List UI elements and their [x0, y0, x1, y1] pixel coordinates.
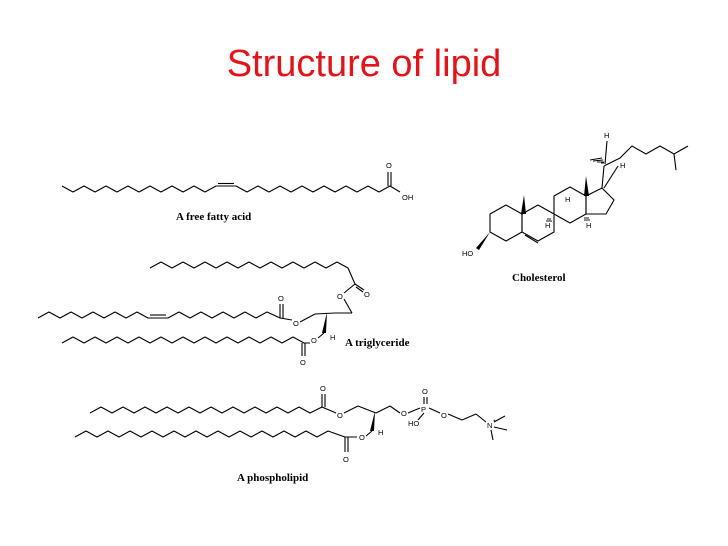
phospholipid-po: O: [422, 387, 428, 396]
cholesterol-ring-a: [489, 204, 523, 242]
cholesterol-ring-d: [585, 187, 615, 215]
triglyceride-chain-1: [149, 261, 356, 285]
fatty-acid-chain: [61, 185, 401, 193]
cholesterol-h-c1: H: [565, 195, 570, 204]
cholesterol-hydroxyl-wedge: [476, 232, 490, 250]
cholesterol-h-side: H: [604, 131, 609, 140]
phospholipid-o1: O: [320, 384, 326, 393]
phospholipid-stereo-wedge: [370, 411, 375, 431]
cholesterol-side-chain: [603, 145, 675, 167]
phospholipid-n: N: [487, 421, 492, 430]
fatty-acid-carbonyl-o: O: [386, 161, 392, 170]
phospholipid-o3: O: [359, 433, 365, 442]
fatty-acid-caption: A free fatty acid: [176, 211, 251, 223]
phospholipid-o2: O: [337, 411, 343, 420]
phospholipid-h: H: [378, 428, 383, 437]
phospholipid-ho: HO: [408, 419, 419, 428]
triglyceride-chain-2: [37, 311, 281, 319]
cholesterol-h-b: H: [586, 221, 591, 230]
phospholipid-o5: O: [441, 411, 447, 420]
fatty-acid-structure: O OH A free fatty acid: [61, 161, 413, 223]
triglyceride-caption: A triglyceride: [345, 337, 410, 349]
triglyceride-stereo-wedge: [322, 312, 327, 333]
cholesterol-double-bond: [524, 234, 539, 244]
cholesterol-structure: H H H H H HO Cholesterol: [462, 131, 689, 284]
phospholipid-p: P: [421, 405, 426, 414]
triglyceride-o1: O: [364, 290, 370, 299]
cholesterol-ring-b: [521, 204, 555, 242]
triglyceride-o3: O: [278, 294, 284, 303]
cholesterol-caption: Cholesterol: [512, 272, 566, 284]
phospholipid-chain-1: [89, 406, 323, 414]
phospholipid-chain-2: [74, 430, 357, 438]
cholesterol-methyl-18: [584, 176, 589, 196]
cholesterol-methyl-19: [521, 195, 526, 214]
triglyceride-o6: O: [300, 358, 306, 367]
triglyceride-chain-3: [61, 336, 310, 344]
triglyceride-o4: O: [293, 319, 299, 328]
phospholipid-o6: O: [343, 455, 349, 464]
triglyceride-h: H: [330, 333, 335, 342]
phospholipid-structure: O O H O O P O HO O N + O A phospho: [74, 384, 508, 484]
cholesterol-ho: HO: [462, 249, 473, 258]
phospholipid-o4: O: [401, 409, 407, 418]
triglyceride-structure: O O O O H O O A triglyceride: [37, 261, 410, 367]
triglyceride-o5: O: [311, 336, 317, 345]
cholesterol-h-c2: H: [545, 221, 550, 230]
phospholipid-caption: A phospholipid: [237, 472, 308, 484]
triglyceride-o2: O: [337, 292, 343, 301]
cholesterol-h-d: H: [620, 161, 625, 170]
fatty-acid-hydroxyl: OH: [402, 193, 413, 202]
cholesterol-ring-c: [553, 186, 587, 224]
slide-title: Structure of lipid: [226, 43, 502, 85]
